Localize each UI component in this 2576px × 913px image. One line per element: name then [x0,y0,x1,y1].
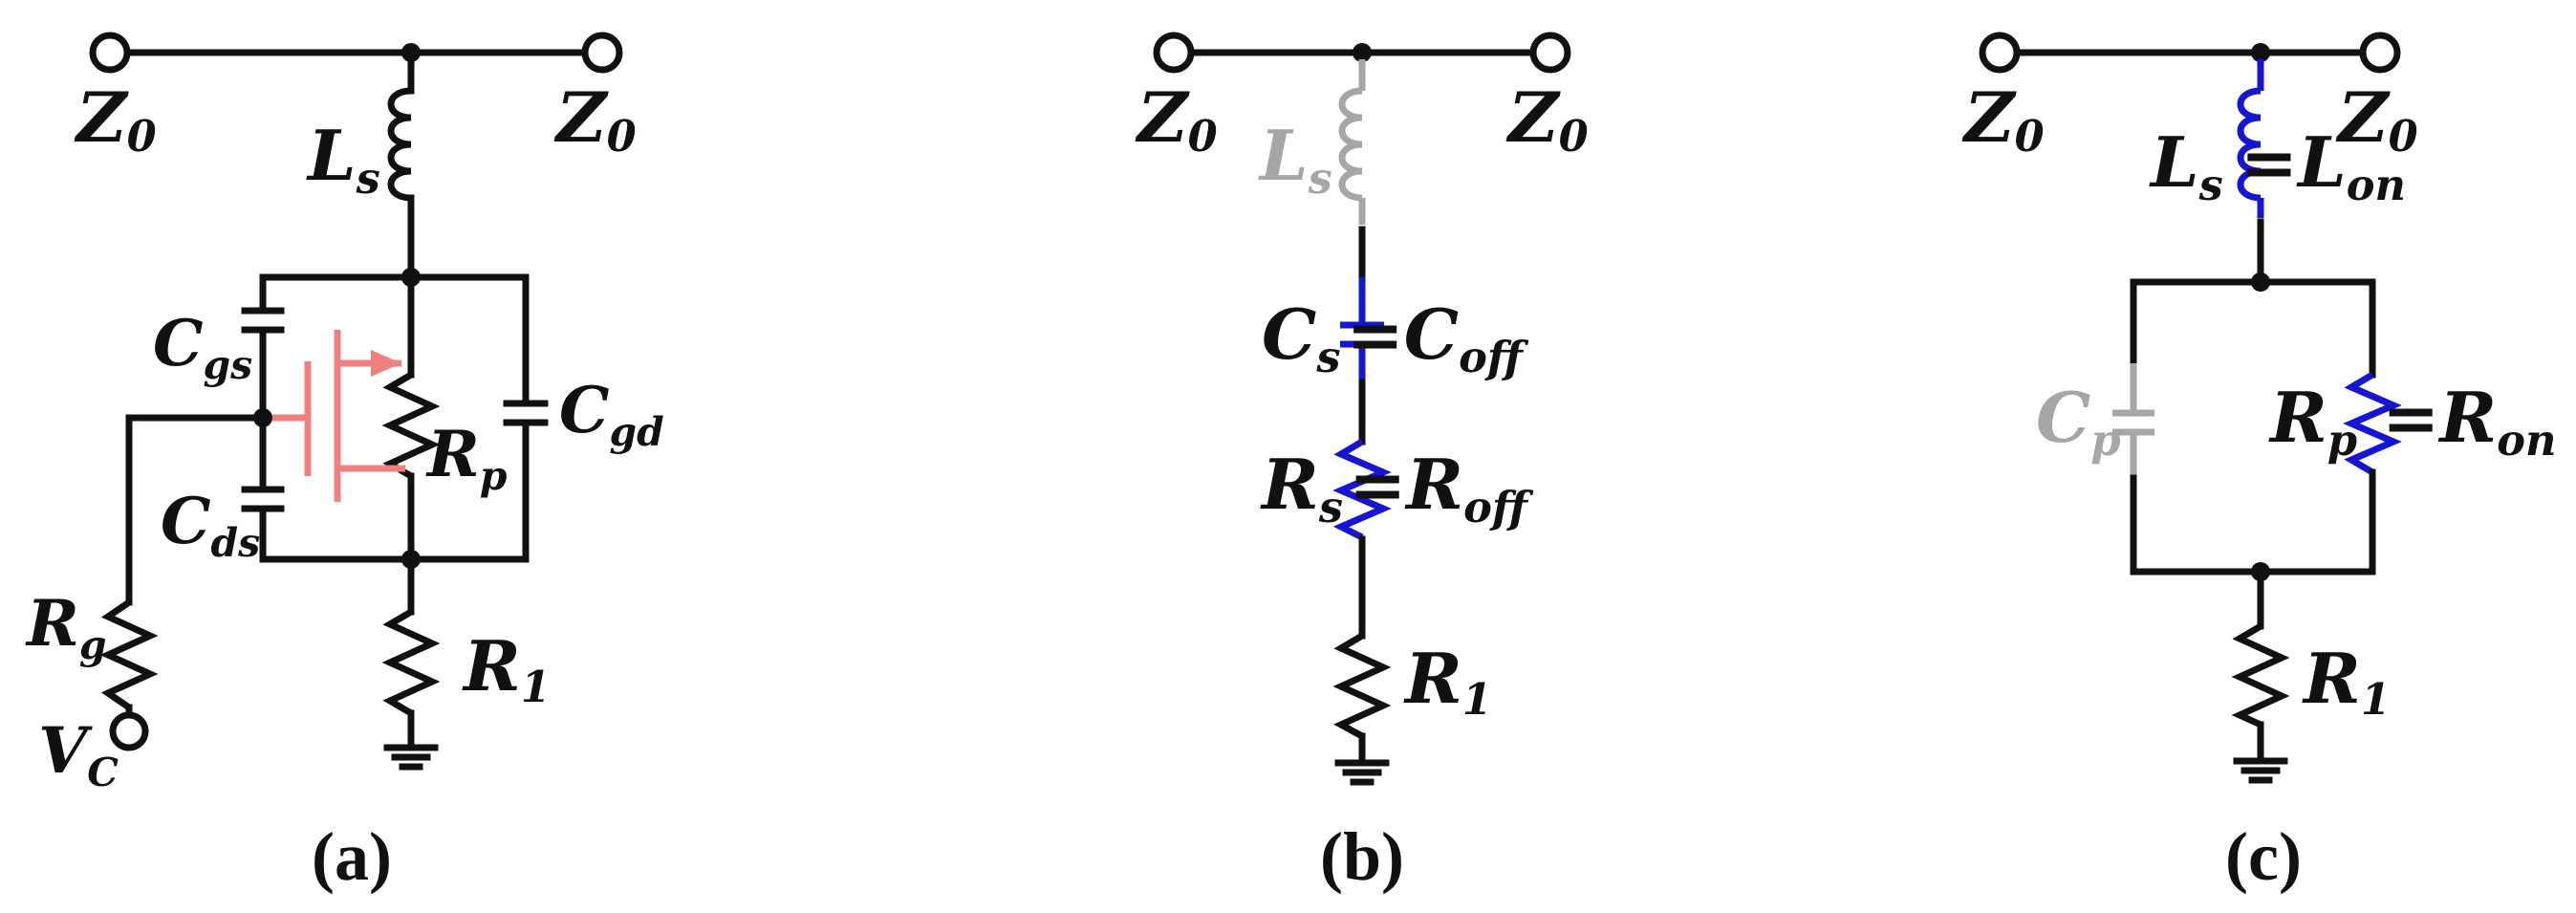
b-label-z0-right: Z0 [1505,76,1589,162]
c-label-z0-left: Z0 [1961,76,2045,162]
b-label-r1: R1 [1403,638,1492,725]
c-label-r1: R1 [2302,638,2391,725]
a-resistor-rg [99,599,159,710]
a-gate-wire [125,414,267,606]
b-caption: (b) [1320,818,1404,895]
c-label-cp: Cp [2036,377,2121,466]
a-transistor-symbol [272,330,405,502]
a-port-right-terminal [581,32,623,74]
b-inductor-ls [1338,87,1363,202]
a-label-cds: Cds [161,484,260,566]
a-inductor-ls [387,87,412,202]
c-port-left-terminal [1979,32,2021,74]
a-caption: (a) [312,818,392,895]
a-port-left-terminal [89,32,131,74]
c-caption: (c) [2225,818,2302,895]
b-resistor-rs [1332,438,1392,541]
b-resistor-r1 [1332,632,1392,740]
b-label-cs: Cs=Coff [1262,293,1529,382]
b-label-ls: Ls [1258,115,1332,204]
b-top-node [1353,43,1372,62]
panel-b-off-state-model: Z0 Z0 Ls Cs=Coff Rs=Roff R1 (b) [1135,32,1589,895]
c-top-node [2251,43,2270,62]
a-resistor-rp [381,371,441,480]
c-label-rp: Rp=Ron [2268,377,2556,466]
a-label-cgs: Cgs [153,306,252,388]
panel-a-full-fet-model: Z0 Z0 Ls Cgs Cds Cgd Rp Rg VC R1 (a) [25,32,664,895]
c-port-right-terminal [2359,32,2401,74]
b-port-left-terminal [1153,32,1195,74]
a-label-rg: Rg [25,586,106,668]
a-label-z0-right: Z0 [553,76,637,162]
a-label-cgd: Cgd [559,373,664,455]
a-label-ls: Ls [306,115,380,204]
a-vc-terminal [109,711,149,751]
b-ground-icon [1334,759,1390,786]
panel-c-on-state-model: Z0 Z0 Ls=Lon Cp Rp=Ron R1 (c) [1961,32,2556,895]
c-label-ls: Ls=Lon [2149,121,2406,210]
a-label-z0-left: Z0 [74,76,157,162]
c-resistor-rp [2343,371,2402,476]
b-label-rs: Rs=Roff [1260,444,1534,533]
b-port-right-terminal [1529,32,1571,74]
a-label-vc: VC [38,713,119,795]
a-ground-icon [383,744,439,771]
b-label-z0-left: Z0 [1135,76,1218,162]
c-ground-icon [2233,757,2288,784]
c-resistor-r1 [2231,622,2290,728]
a-label-r1: R1 [462,625,551,712]
c-label-z0-right: Z0 [2335,76,2418,162]
c-inductor-ls [2237,87,2262,202]
a-label-rp: Rp [425,417,508,499]
a-resistor-r1 [381,608,441,717]
a-fet-arrow-icon [371,350,401,377]
